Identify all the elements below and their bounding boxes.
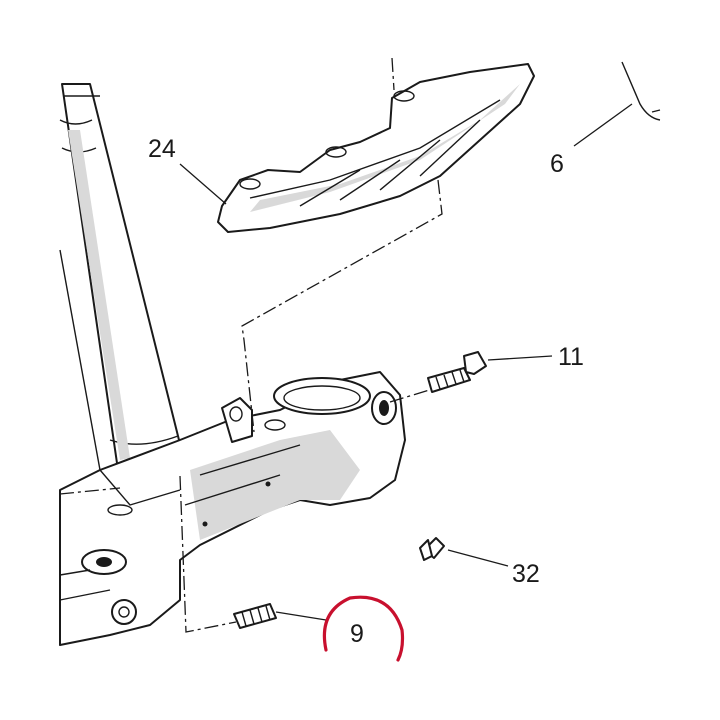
fork-tube-lower [59, 249, 101, 471]
callout-11: 11 [558, 343, 584, 371]
leader-lines [179, 103, 633, 621]
callout-24: 24 [148, 135, 176, 163]
fork-tube [59, 83, 183, 471]
callout-32: 32 [512, 560, 540, 588]
callout-9: 9 [350, 620, 364, 648]
callout-6: 6 [550, 150, 564, 178]
part-11-screw [427, 351, 487, 393]
assembly-lines [59, 57, 443, 633]
part-6-fragment [621, 61, 661, 121]
part-9-grub-screw [233, 603, 277, 629]
triple-clamp [59, 371, 406, 646]
part-24-cover [217, 63, 535, 233]
highlight-ring-9 [322, 595, 405, 662]
part-32-clip [419, 537, 445, 561]
